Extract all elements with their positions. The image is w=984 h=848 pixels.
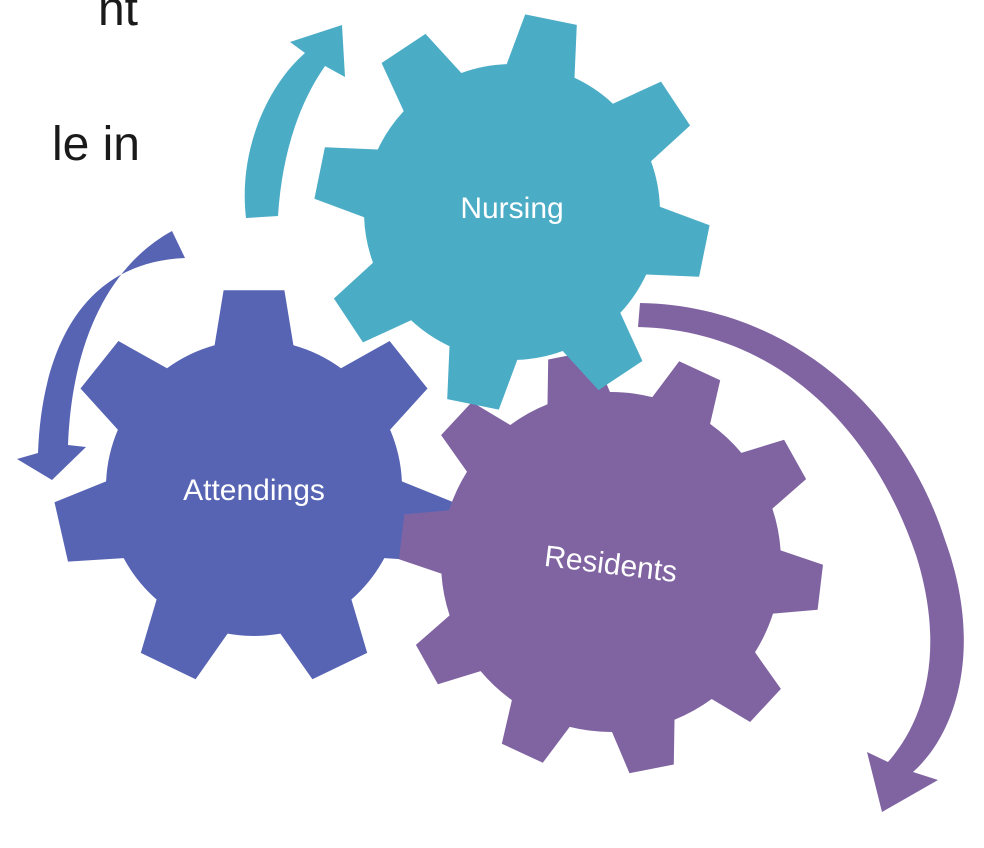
body-text-line-1: nt — [97, 0, 138, 36]
nursing-gear-shape — [314, 14, 710, 410]
attendings-gear: Attendings — [54, 290, 454, 680]
body-text-line-2: le in — [51, 118, 140, 171]
attendings-gear-label: Attendings — [183, 474, 325, 507]
nursing-cycle-arrow — [244, 25, 345, 218]
residents-gear: Residents — [399, 350, 823, 774]
residents-gear-shape — [399, 350, 823, 774]
nursing-gear: Nursing — [314, 14, 710, 410]
nursing-gear-label: Nursing — [460, 192, 563, 225]
attendings-cycle-arrow — [17, 231, 185, 480]
attendings-gear-shape — [54, 290, 454, 680]
residents-cycle-arrow — [638, 303, 964, 812]
